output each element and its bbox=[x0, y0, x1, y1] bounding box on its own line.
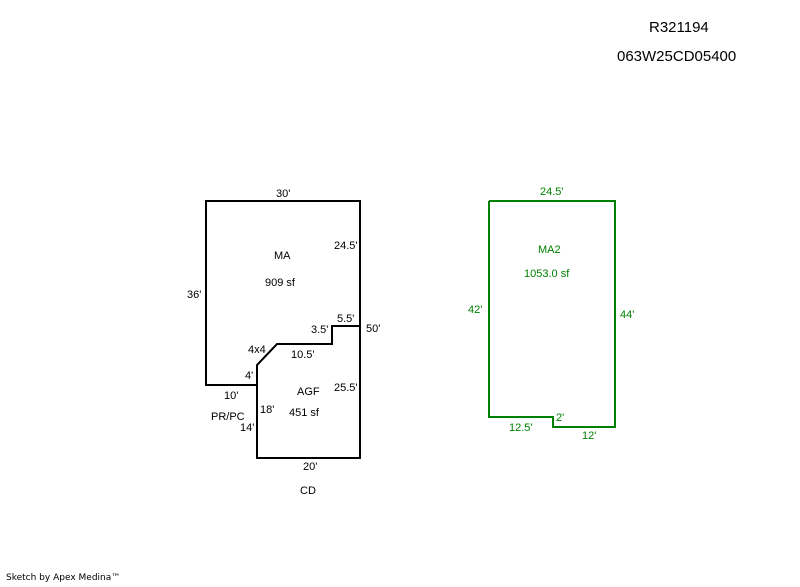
dim-right-upper: 24.5' bbox=[334, 240, 358, 252]
dim-left: 36' bbox=[187, 289, 201, 301]
area-label-ma2: MA2 bbox=[538, 244, 561, 256]
dim-right-lower: 25.5' bbox=[334, 382, 358, 394]
dim-step-vertical: 3.5' bbox=[311, 324, 328, 336]
dim-bottom-left: 10' bbox=[224, 390, 238, 402]
dim-bottom-right: 12' bbox=[582, 430, 596, 442]
ma-outline bbox=[205, 200, 361, 386]
area-value-ma2: 1053.0 sf bbox=[524, 268, 570, 280]
dim-left: 42' bbox=[468, 304, 482, 316]
dim-step-horizontal: 10.5' bbox=[291, 349, 315, 361]
map-tax-lot: 063W25CD05400 bbox=[617, 48, 737, 65]
area-value-agf: 451 sf bbox=[289, 407, 320, 419]
sketch-credit: Sketch by Apex Medina™ bbox=[6, 573, 121, 583]
dim-top: 24.5' bbox=[540, 186, 564, 198]
area-label-agf: AGF bbox=[297, 386, 320, 398]
dim-bottom-left: 12.5' bbox=[509, 422, 533, 434]
area-value-ma: 909 sf bbox=[265, 277, 296, 289]
label-deck: CD bbox=[300, 485, 316, 497]
dim-top: 30' bbox=[276, 188, 290, 200]
dim-right: 44' bbox=[620, 309, 634, 321]
sketch-2: 24.5' MA2 1053.0 sf 42' 44' 2' 12.5' 12' bbox=[468, 186, 634, 442]
ma2-outline bbox=[488, 200, 616, 428]
dim-left-inner: 4' bbox=[245, 370, 253, 382]
dim-lower-left: 14' bbox=[240, 422, 254, 434]
dim-diagonal: 4x4 bbox=[248, 344, 266, 356]
dim-step-top: 5.5' bbox=[337, 313, 354, 325]
dim-bottom: 20' bbox=[303, 461, 317, 473]
label-porch: PR/PC bbox=[211, 411, 245, 423]
dim-step: 2' bbox=[556, 412, 564, 424]
account-id: R321194 bbox=[649, 19, 709, 36]
sketch-1: 30' 36' 24.5' MA 909 sf 5.5' 3.5' 50' 4x… bbox=[187, 188, 380, 497]
area-label-ma: MA bbox=[274, 250, 291, 262]
agf-outline bbox=[256, 325, 361, 459]
dim-inner-vertical: 18' bbox=[260, 404, 274, 416]
dim-right-total: 50' bbox=[366, 323, 380, 335]
